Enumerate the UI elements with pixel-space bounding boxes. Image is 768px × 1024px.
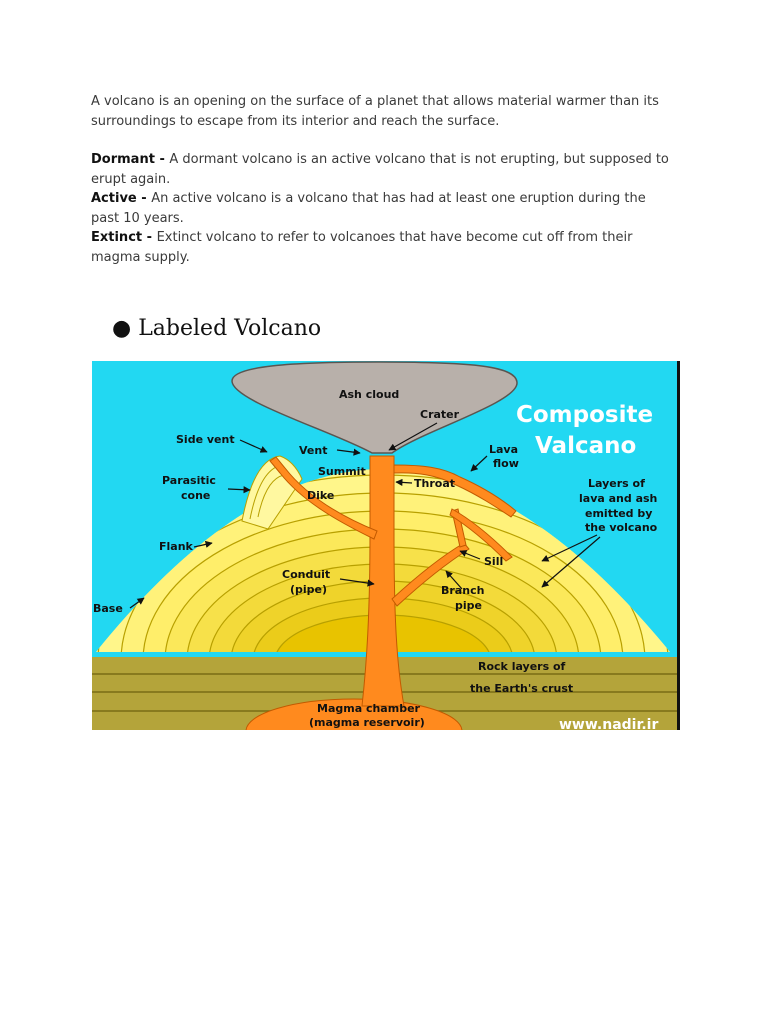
label-throat: Throat <box>414 477 455 490</box>
label-vent: Vent <box>299 444 327 457</box>
label-crater: Crater <box>420 408 460 421</box>
label-side-vent: Side vent <box>176 433 235 446</box>
label-lava: Lava <box>489 443 518 456</box>
label-cone: cone <box>181 489 210 502</box>
magma-conduit <box>269 455 517 707</box>
label-parasitic: Parasitic <box>162 474 216 487</box>
ash-cloud-shape <box>231 361 518 454</box>
diagram-title-line-1: Composite <box>516 402 653 428</box>
diagram-title-line-2: Valcano <box>535 433 636 459</box>
definition-term: Dormant - <box>91 152 170 167</box>
section-heading: ● Labeled Volcano <box>112 316 322 341</box>
label-base: Base <box>93 602 123 615</box>
label-summit: Summit <box>318 465 366 478</box>
label-rock-2: the Earth's crust <box>470 682 573 695</box>
definition-text: Extinct volcano to refer to volcanoes th… <box>91 230 633 265</box>
label-layers-1: Layers of <box>588 477 645 490</box>
definition-text: A dormant volcano is an active volcano t… <box>91 152 669 187</box>
label-flow: flow <box>493 457 519 470</box>
label-layers-3: emitted by <box>585 507 652 520</box>
magma-chamber-shape <box>245 698 463 730</box>
label-layers-2: lava and ash <box>579 492 657 505</box>
article-text: A volcano is an opening on the surface o… <box>91 92 676 267</box>
volcano-diagram: Ash cloud Crater Side vent Vent Summit L… <box>92 361 680 730</box>
label-flank: Flank <box>159 540 194 553</box>
definition-text: An active volcano is a volcano that has … <box>91 191 646 226</box>
label-conduit: Conduit <box>282 568 330 581</box>
definition-term: Extinct - <box>91 230 157 245</box>
intro-paragraph: A volcano is an opening on the surface o… <box>91 94 659 129</box>
label-pipe: (pipe) <box>290 583 327 596</box>
image-edge <box>677 361 680 730</box>
label-magma-1: Magma chamber <box>317 702 421 715</box>
label-sill: Sill <box>484 555 503 568</box>
label-branch: Branch <box>441 584 484 597</box>
label-branch-pipe: pipe <box>455 599 482 612</box>
definition-extinct: Extinct - Extinct volcano to refer to vo… <box>91 228 676 267</box>
label-arrows <box>129 422 601 609</box>
label-layers-4: the volcano <box>585 521 658 534</box>
label-magma-2: (magma reservoir) <box>309 716 425 729</box>
definition-dormant: Dormant - A dormant volcano is an active… <box>91 150 676 189</box>
definition-term: Active - <box>91 191 152 206</box>
diagram-labels: Ash cloud Crater Side vent Vent Summit L… <box>93 388 658 729</box>
watermark: www.nadir.ir <box>559 717 658 730</box>
label-ash-cloud: Ash cloud <box>339 388 399 401</box>
label-dike: Dike <box>307 489 334 502</box>
definition-active: Active - An active volcano is a volcano … <box>91 189 676 228</box>
label-rock-1: Rock layers of <box>478 660 566 673</box>
